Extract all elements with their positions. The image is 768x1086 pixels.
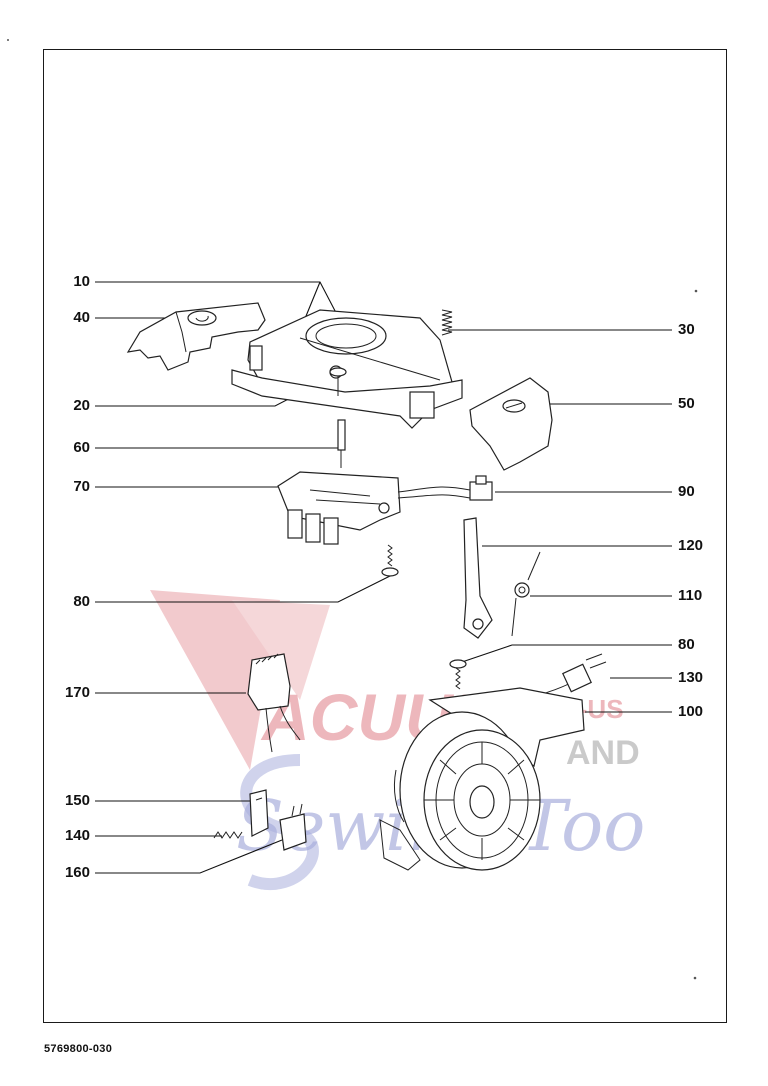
leader-160 <box>95 839 283 874</box>
part-10-housing <box>231 309 463 429</box>
part-90-connector <box>397 475 493 501</box>
part-140-spring <box>213 831 243 839</box>
part-130-plug <box>469 653 607 721</box>
part-70-board <box>277 471 401 545</box>
callout-100: 100 <box>678 703 704 720</box>
callout-80-upper: 80 <box>73 593 90 610</box>
callout-40: 40 <box>73 309 90 326</box>
part-50-cap <box>469 377 553 471</box>
watermark-v-inner <box>232 600 330 700</box>
callout-50: 50 <box>678 395 695 412</box>
callout-30: 30 <box>678 321 695 338</box>
part-160-microswitch <box>279 803 307 851</box>
part-170-switch <box>247 653 301 753</box>
part-40-cover <box>126 302 266 371</box>
part-80-screw-upper <box>381 544 399 577</box>
part-60-pin <box>337 419 346 468</box>
callout-160: 160 <box>64 864 90 881</box>
mark-dot <box>693 976 697 980</box>
part-120-lever <box>463 517 493 639</box>
drawing-frame <box>43 49 727 1023</box>
watermark-line2: AND <box>566 734 640 772</box>
callout-10: 10 <box>73 273 90 290</box>
part-80-screw-lower <box>449 659 467 690</box>
leader-80a <box>95 575 391 603</box>
callout-60: 60 <box>73 439 90 456</box>
drawing-number: 5769800-030 <box>44 1043 113 1055</box>
mark-dot <box>7 39 9 41</box>
part-20-screw <box>329 367 347 396</box>
callout-150: 150 <box>64 792 90 809</box>
watermark-v-shape <box>150 590 280 770</box>
mark-dot <box>694 289 698 293</box>
callout-140: 140 <box>64 827 90 844</box>
callout-170: 170 <box>64 684 90 701</box>
callout-80-lower: 80 <box>678 636 695 653</box>
callout-130: 130 <box>678 669 704 686</box>
part-150-bracket <box>249 789 269 837</box>
callout-70: 70 <box>73 478 90 495</box>
part-100-cord-reel <box>379 687 585 871</box>
callout-90: 90 <box>678 483 695 500</box>
callout-20: 20 <box>73 397 90 414</box>
callout-120: 120 <box>678 537 704 554</box>
part-110-spring <box>511 551 541 637</box>
leader-80b <box>461 644 672 663</box>
callout-110: 110 <box>678 587 703 604</box>
part-30-spring <box>441 309 453 336</box>
